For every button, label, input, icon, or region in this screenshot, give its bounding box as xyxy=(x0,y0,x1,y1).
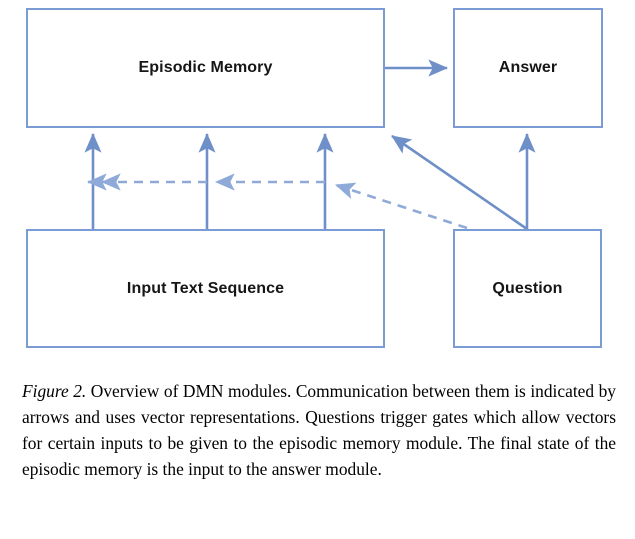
figure-number: Figure 2. xyxy=(22,381,87,401)
figure-caption-text: Overview of DMN modules. Communication b… xyxy=(22,381,616,479)
edge-question-to-memory xyxy=(391,134,528,231)
node-answer-label: Answer xyxy=(498,59,558,76)
node-answer[interactable]: Answer xyxy=(453,8,603,128)
node-input-text-sequence[interactable]: Input Text Sequence xyxy=(26,229,385,348)
diagram-connectors xyxy=(84,59,536,231)
dmn-architecture-diagram: Episodic Memory Answer Input Text Sequen… xyxy=(26,8,603,348)
node-episodic-memory[interactable]: Episodic Memory xyxy=(26,8,385,128)
edge-question-gate-diagonal xyxy=(335,182,468,230)
node-episodic-memory-label: Episodic Memory xyxy=(138,59,273,76)
node-question-label: Question xyxy=(492,279,563,297)
node-input-text-sequence-label: Input Text Sequence xyxy=(126,279,285,297)
node-question[interactable]: Question xyxy=(453,229,602,348)
figure-caption: Figure 2. Overview of DMN modules. Commu… xyxy=(22,378,616,482)
